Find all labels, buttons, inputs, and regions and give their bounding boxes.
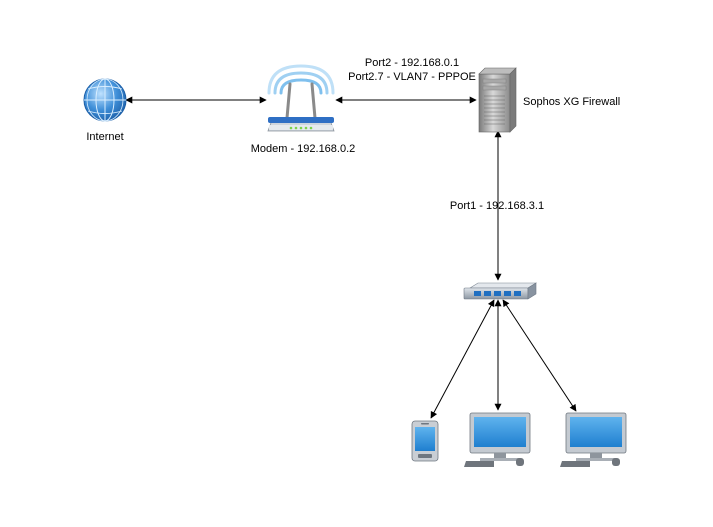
firewall-label: Sophos XG Firewall (523, 96, 620, 108)
edge-label-port1: Port1 - 192.168.3.1 (450, 200, 544, 212)
globe-icon (83, 78, 127, 122)
wireless-router-icon (267, 64, 335, 132)
edge-label-port2-vlan7: Port2.7 - VLAN7 - PPPOE (348, 71, 476, 83)
mobile-phone-icon (411, 420, 439, 462)
modem-label: Modem - 192.168.0.2 (251, 143, 356, 155)
network-switch-icon (463, 282, 538, 300)
connector-switch-desktop-2 (502, 299, 577, 412)
edge-label-port2: Port2 - 192.168.0.1 (365, 57, 459, 69)
desktop-computer-icon (560, 412, 627, 467)
server-tower-icon (478, 67, 517, 133)
desktop-computer-icon (464, 412, 531, 467)
connector-switch-phone (430, 299, 495, 419)
internet-label: Internet (86, 131, 123, 143)
